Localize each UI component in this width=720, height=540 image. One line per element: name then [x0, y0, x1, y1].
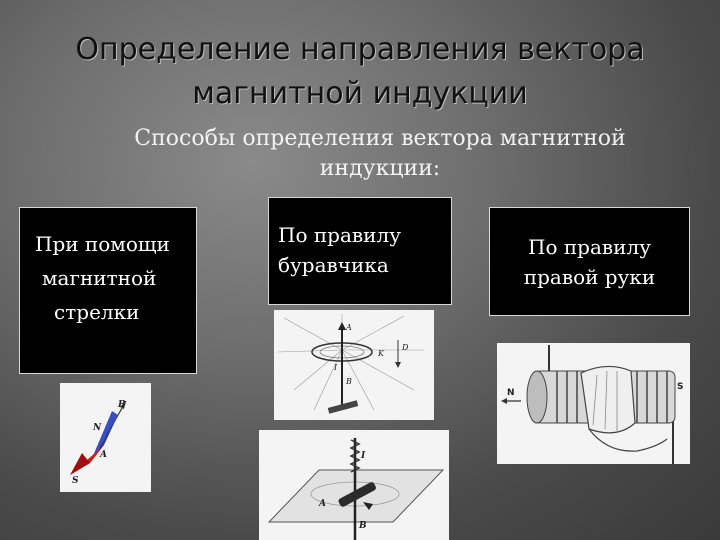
method-box-text: стрелки: [54, 300, 140, 324]
gimlet-bottom-label-a: A: [318, 499, 326, 509]
slide-subtitle-line2: индукции:: [319, 156, 441, 181]
gimlet-rule-image-bottom: I A B: [259, 430, 449, 540]
hand-label-s: S: [677, 382, 683, 392]
method-box-text: При помощи: [35, 232, 170, 256]
gimlet-label-i: I: [333, 363, 338, 372]
needle-label-n: N: [92, 423, 102, 433]
needle-label-b: B: [117, 400, 126, 410]
method-box-text: магнитной: [42, 266, 157, 290]
method-box-text: По правилу: [278, 223, 401, 247]
gimlet-label-a: A: [345, 323, 352, 332]
method-box-text: правой руки: [523, 265, 656, 289]
right-hand-rule-image: N S: [497, 343, 690, 464]
slide-subtitle: Способы определения вектора магнитной ин…: [60, 124, 700, 184]
method-box-magnetic-needle: При помощи магнитной стрелки: [19, 207, 197, 374]
gimlet-label-d: D: [401, 343, 409, 352]
gimlet-bottom-label-i: I: [360, 451, 366, 461]
magnetic-needle-image: B N A S: [60, 383, 151, 492]
slide-subtitle-line1: Способы определения вектора магнитной: [134, 126, 626, 151]
method-box-text: По правилу: [528, 235, 651, 259]
slide-title-line1: Определение направления вектора: [75, 32, 645, 67]
method-box-right-hand-rule: По правилу правой руки: [489, 207, 690, 316]
gimlet-label-k: K: [377, 349, 385, 358]
hand-label-n: N: [507, 388, 515, 398]
gimlet-bottom-label-b: B: [358, 521, 367, 531]
method-box-gimlet-rule: По правилу буравчика: [268, 197, 452, 305]
slide-title: Определение направления вектора магнитно…: [0, 28, 720, 116]
gimlet-rule-image-top: A B I D K: [274, 310, 434, 420]
slide-title-line2: магнитной индукции: [192, 76, 528, 111]
needle-label-s: S: [72, 476, 79, 486]
gimlet-label-b: B: [345, 377, 352, 386]
method-box-text: буравчика: [278, 253, 389, 277]
needle-label-a: A: [99, 450, 107, 460]
